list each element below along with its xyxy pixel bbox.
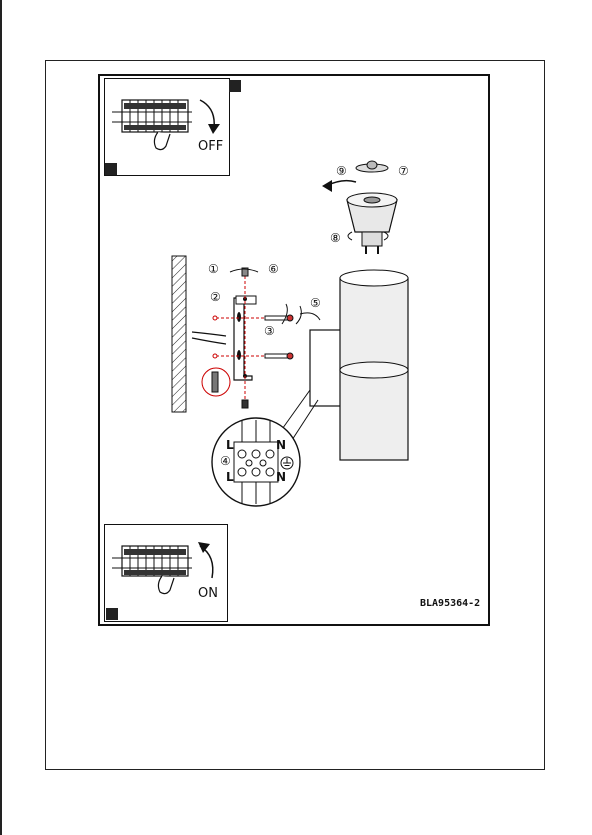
step-5-label: ⑤	[310, 296, 321, 310]
terminal-l-bottom: L	[226, 470, 234, 484]
screw-icons	[201, 267, 294, 409]
step-a-marker	[105, 163, 117, 175]
alignment-lines	[216, 276, 268, 402]
step-8-label: ⑧	[330, 231, 341, 245]
step-9-label: ⑨	[336, 164, 347, 178]
zoom-leader	[279, 389, 311, 433]
terminal-block-icon	[211, 417, 301, 507]
on-label: ON	[198, 586, 218, 601]
off-label: OFF	[198, 139, 224, 154]
step-3-label: ③	[264, 324, 275, 338]
step-2-label: ②	[210, 290, 221, 304]
earth-icon	[280, 456, 294, 470]
document-code: BLA95364-2	[420, 598, 481, 609]
step-1-label: ①	[208, 262, 219, 276]
terminal-n-top: N	[276, 438, 287, 452]
wall-lamp-icon	[299, 269, 409, 461]
breaker-off-icon	[112, 99, 220, 151]
instruction-panel	[98, 74, 490, 626]
step-4-label: ④	[220, 454, 231, 468]
terminal-n-bottom: N	[276, 470, 287, 484]
cable-icon	[191, 331, 227, 345]
wall-icon	[171, 255, 187, 413]
terminal-l-top: L	[226, 438, 234, 452]
page-left-rule	[0, 0, 2, 835]
rotate-arrow-icon	[229, 268, 259, 273]
outer-frame	[45, 60, 545, 770]
step-7-label: ⑦	[398, 164, 409, 178]
gu10-bulb-icon	[322, 160, 398, 254]
step-6-label: ⑥	[268, 262, 279, 276]
step-c-marker	[106, 608, 118, 620]
step-b-marker	[229, 80, 241, 92]
breaker-on-icon	[112, 542, 214, 595]
